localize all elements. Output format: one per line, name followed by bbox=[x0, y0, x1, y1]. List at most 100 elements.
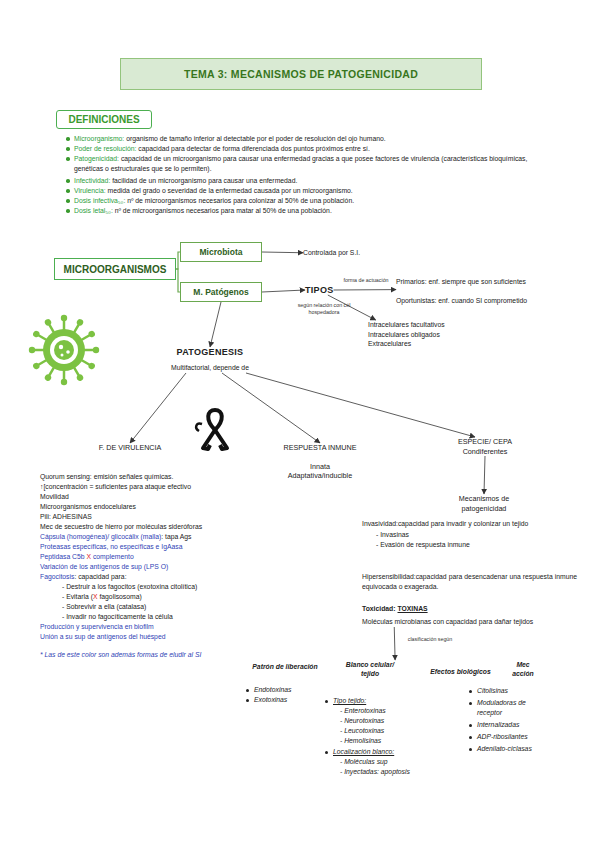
text-row: Peptidasa C5bXcomplemento bbox=[40, 552, 280, 562]
note-text: Dosis infectiva₅₀: bbox=[74, 197, 125, 204]
connector-arrow bbox=[130, 373, 186, 443]
note-text: : tapa Ags bbox=[161, 533, 191, 540]
node-text: DEFINICIONES bbox=[68, 114, 139, 125]
node-text: - Hemolisinas bbox=[324, 736, 414, 746]
node-text: Adaptativa/inducible bbox=[270, 471, 370, 481]
text-row: Cápsula (homogénea)/ glicocálix (malla):… bbox=[40, 532, 280, 542]
text-row: Unión a su sup de antígenos del huésped bbox=[40, 632, 280, 642]
note-text: Proteasas específicas, no específicas e … bbox=[40, 543, 182, 550]
note-text: Hipersensibilidad: bbox=[362, 573, 416, 580]
mechanism-node: Mecanismos de patogenicidad bbox=[448, 494, 520, 513]
note-text: Movilidad bbox=[40, 493, 69, 500]
node-text: Oportunistas: enf. cuando SI comprometid… bbox=[396, 296, 527, 306]
text-row: - Destruir a los fagocitos (exotoxina ci… bbox=[62, 582, 282, 592]
note-text: nº de microorganismos necesarios para co… bbox=[127, 197, 354, 204]
node-text: Intracelulares obligados bbox=[368, 330, 445, 340]
note-text: Mec de secuestro de hierro por moléculas… bbox=[40, 523, 202, 530]
node-text: - Inyectadas: apoptosis bbox=[324, 767, 414, 777]
category-box: M. Patógenos bbox=[180, 282, 262, 302]
text-row: Pili: ADHESINAS bbox=[40, 512, 280, 522]
node-text: RESPUESTA INMUNE bbox=[270, 443, 370, 453]
edge-label: clasificación según bbox=[400, 636, 460, 643]
text-row: * Las de este color son además formas de… bbox=[40, 650, 230, 660]
text-row: Mec de secuestro de hierro por moléculas… bbox=[40, 522, 280, 532]
connector-arrow bbox=[210, 302, 221, 347]
section-header: DEFINICIONES bbox=[56, 110, 152, 129]
node-text: - Enterotoxinas bbox=[324, 706, 414, 716]
text-row: Virulencia:medida del grado o severidad … bbox=[66, 186, 554, 196]
edge-label: según relación con cél hospedadora bbox=[294, 302, 354, 315]
node-text: Efectos biológicos bbox=[413, 667, 508, 676]
text-row: Producción y supervivencia en biofilm bbox=[40, 622, 280, 632]
node-text: Localización blanco: bbox=[324, 747, 414, 757]
note-text: capacidad para invadir y colonizar un te… bbox=[398, 520, 528, 527]
node-text: Exotoxinas bbox=[245, 695, 325, 705]
text-row: Infectividad:facilidad de un microorgani… bbox=[66, 176, 554, 186]
note-text: Infectividad: bbox=[74, 177, 110, 184]
text-row: Dosis letal₅₀:nº de microorganismos nece… bbox=[66, 206, 554, 216]
note-text: * Las de este color son además formas de… bbox=[40, 651, 201, 658]
text-row: - Evitarla (Xfagolisosoma) bbox=[62, 592, 282, 602]
node-text: ESPECIE/ CEPA bbox=[435, 437, 535, 447]
note-text: Cápsula (homogénea)/ glicocálix (malla) bbox=[40, 533, 161, 540]
note-text: X bbox=[93, 593, 98, 600]
connector-arrow bbox=[246, 373, 475, 437]
note-text: - Invasinas bbox=[376, 531, 409, 538]
note-text: - Invadir no fagocíticamente la célula bbox=[62, 613, 173, 620]
note-text: Peptidasa C5b bbox=[40, 553, 85, 560]
note-text: - Destruir a los fagocitos (exotoxina ci… bbox=[62, 583, 197, 590]
note-text: Unión a su sup de antígenos del huésped bbox=[40, 633, 165, 640]
node-text: ADP-ribosilantes bbox=[468, 732, 578, 742]
class-column: Blanco celular/ tejidoTipo tejido:- Ente… bbox=[324, 660, 414, 777]
node-text: Tipo tejido: bbox=[324, 696, 414, 706]
node-text: - Leucotoxinas bbox=[324, 726, 414, 736]
connector-arrow bbox=[262, 252, 303, 254]
note-text: Producción y supervivencia en biofilm bbox=[40, 623, 154, 630]
note-text: complemento bbox=[93, 553, 134, 560]
toxicity-node: Toxicidad:TOXINASMoléculas microbianas c… bbox=[362, 604, 577, 627]
text-row: - Invasinas bbox=[376, 530, 576, 540]
node-text: Condiferentes bbox=[435, 447, 535, 457]
text-row: Variación de los antígenos de sup (LPS O… bbox=[40, 562, 280, 572]
note-text: ↑[concentración = suficientes para ataqu… bbox=[40, 483, 191, 490]
node-text: Multifactorial, depende de bbox=[150, 363, 270, 373]
node-text: Mec acción bbox=[508, 660, 538, 678]
note-text: - Evitarla ( bbox=[62, 593, 93, 600]
note-text: Variación de los antígenos de sup (LPS O… bbox=[40, 563, 168, 570]
node-text: Intracelulares facultativos bbox=[368, 320, 445, 330]
note-text: capacidad de un microorganismo para caus… bbox=[74, 155, 527, 172]
text-row: Microorganismo:organismo de tamaño infer… bbox=[66, 134, 554, 144]
text-row: - Evasión de respuesta inmune bbox=[376, 540, 576, 550]
class-column: Efectos biológicos bbox=[413, 667, 508, 676]
text-row: Poder de resolución:capacidad para detec… bbox=[66, 144, 554, 154]
virus-illustration bbox=[29, 315, 99, 385]
node-text: TEMA 3: MECANISMOS DE PATOGENICIDAD bbox=[184, 68, 418, 80]
node-text: Controlada por S.I. bbox=[303, 248, 360, 258]
text-row: - Invadir no fagocíticamente la célula bbox=[62, 612, 282, 622]
node-text: Adenilato-ciclasas bbox=[468, 744, 578, 754]
node-text: PATOGENESIS bbox=[150, 347, 270, 357]
note-text: medida del grado o severidad de la enfer… bbox=[108, 187, 353, 194]
node-text: Blanco celular/ tejido bbox=[340, 660, 400, 678]
node-text: Extracelulares bbox=[368, 339, 445, 349]
text-row: ↑[concentración = suficientes para ataqu… bbox=[40, 482, 280, 492]
node-text: Endotoxinas bbox=[245, 685, 325, 695]
node-text: Toxicidad: bbox=[362, 605, 395, 612]
text-row: Patogenicidad:capacidad de un microorgan… bbox=[66, 154, 544, 173]
pathogenesis-node: PATOGENESIS Multifactorial, depende de bbox=[150, 347, 270, 373]
note-text: facilidad de un microorganismo para caus… bbox=[112, 177, 297, 184]
note-text: fagolisosoma) bbox=[99, 593, 141, 600]
factor-node: ESPECIE/ CEPACondiferentes bbox=[435, 437, 535, 456]
note-text: Dosis letal₅₀: bbox=[74, 207, 113, 214]
note-text: X bbox=[86, 553, 91, 560]
node-text: Microbiota bbox=[200, 247, 243, 257]
note-text: Microorganismo: bbox=[74, 135, 124, 142]
ribbon-illustration bbox=[196, 410, 227, 449]
note-text: - Evasión de respuesta inmune bbox=[376, 541, 470, 548]
note-text: nº de microorganismos necesarios para ma… bbox=[115, 207, 332, 214]
node-text: Patrón de liberación bbox=[245, 662, 325, 671]
text-row: Invasividad:capacidad para invadir y col… bbox=[362, 519, 577, 529]
node-text: MICROORGANISMOS bbox=[64, 264, 167, 275]
note-text: capacidad para detectar de forma diferen… bbox=[138, 145, 370, 152]
note-text: Virulencia: bbox=[74, 187, 106, 194]
